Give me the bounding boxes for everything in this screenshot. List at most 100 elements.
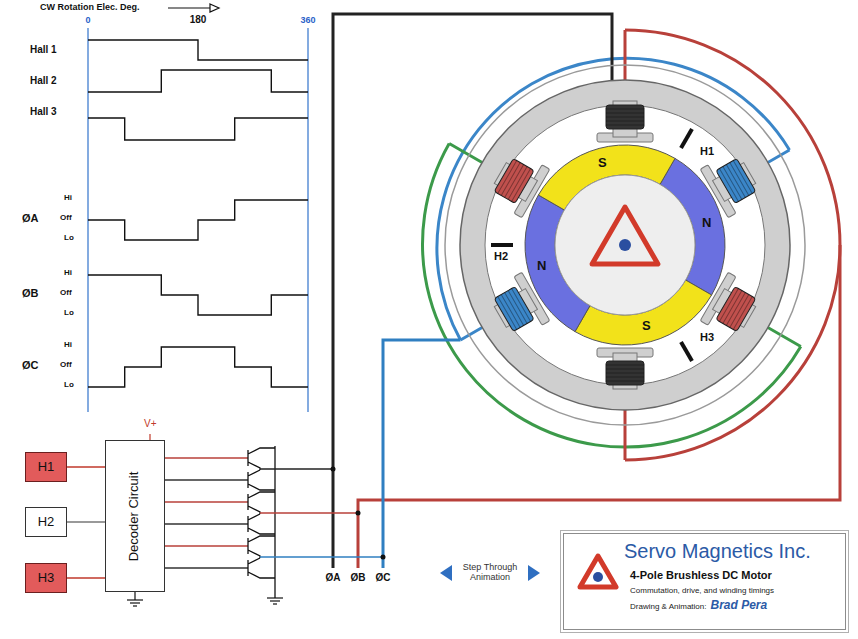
sensor-name: H3 xyxy=(38,571,55,586)
coil-winding xyxy=(716,287,756,332)
winding-wire xyxy=(423,30,840,460)
phase-name: ØC xyxy=(22,359,39,372)
ground-symbol xyxy=(134,592,135,600)
decoder-box: Decoder Circuit xyxy=(105,440,165,592)
coil-winding xyxy=(494,105,755,385)
nav-caption: Step Through Animation xyxy=(457,562,523,583)
company-logo xyxy=(580,556,616,587)
decoder-output xyxy=(165,457,248,458)
hall-sensor xyxy=(679,341,693,362)
level-label: Hi xyxy=(64,268,72,277)
transistor-symbol xyxy=(248,448,275,470)
ground-symbol xyxy=(273,603,277,604)
level-label: Lo xyxy=(64,380,74,389)
step-arrow xyxy=(528,565,540,581)
level-label: Off xyxy=(60,288,72,297)
pole-label: N xyxy=(702,216,711,231)
waveform xyxy=(88,40,308,387)
phase-wire xyxy=(383,340,461,568)
transistor-symbol xyxy=(248,536,275,558)
hall-input-box: H1 xyxy=(25,452,67,482)
coil-winding xyxy=(606,105,644,129)
wire-label: ØA xyxy=(326,572,341,584)
level-label: Lo xyxy=(64,233,74,242)
hall-sensor xyxy=(491,243,513,247)
stator-tooth xyxy=(597,101,653,142)
phase-output xyxy=(260,512,358,513)
signal-wire xyxy=(67,577,105,579)
sensor-name: H1 xyxy=(38,460,55,475)
junction-dot xyxy=(331,467,386,560)
angle-number: 180 xyxy=(190,14,207,26)
coil-winding xyxy=(606,361,644,385)
degree-marker xyxy=(88,28,308,412)
decoder-output xyxy=(165,523,248,524)
level-label: Lo xyxy=(64,308,74,317)
decoder-label: Decoder Circuit xyxy=(128,471,143,561)
stator xyxy=(445,65,805,425)
ground-symbol xyxy=(133,605,137,606)
wire-label: ØB xyxy=(351,572,366,584)
level-label: Hi xyxy=(64,193,72,202)
stator-tooth xyxy=(486,101,763,389)
level-label: Hi xyxy=(64,340,72,349)
step-arrow xyxy=(440,565,452,581)
transistor-symbol xyxy=(248,470,275,490)
waveform xyxy=(88,118,308,140)
signal-name: Hall 3 xyxy=(30,106,57,118)
level-label: Off xyxy=(60,360,72,369)
transistor-symbol xyxy=(248,492,275,514)
stator xyxy=(485,105,765,385)
stator-tooth xyxy=(597,348,653,389)
signal-wire xyxy=(67,521,105,523)
junction-dot xyxy=(381,555,386,560)
waveform xyxy=(88,275,308,315)
transistor-symbol xyxy=(248,558,275,578)
subtitle-text: Commutation, drive, and winding timings xyxy=(630,586,774,595)
company-logo xyxy=(593,572,603,582)
waveform xyxy=(88,347,308,387)
decoder-output xyxy=(165,501,248,502)
waveform xyxy=(88,200,308,240)
pole-label: S xyxy=(642,319,651,334)
decoder-output xyxy=(165,567,248,568)
decoder-output xyxy=(165,479,248,480)
credit-label: Drawing & Animation: xyxy=(630,602,706,611)
rotor-hub xyxy=(555,175,695,315)
author-name: Brad Pera xyxy=(710,599,767,613)
stator xyxy=(445,65,805,425)
phase-output xyxy=(260,468,333,469)
company-name: Servo Magnetics Inc. xyxy=(624,540,811,563)
waveform xyxy=(88,40,308,60)
level-label: Off xyxy=(60,213,72,222)
hall-input-box: H2 xyxy=(25,507,67,537)
degree-marker xyxy=(307,28,309,412)
ground-symbol xyxy=(270,600,280,601)
junction-dot xyxy=(356,511,361,516)
title-block: Servo Magnetics Inc. 4-Pole Brushless DC … xyxy=(563,533,846,630)
sensor-label: H2 xyxy=(494,250,508,263)
rotation-arrow xyxy=(168,7,212,8)
rotation-arrow xyxy=(210,4,219,12)
decoder-output xyxy=(165,458,248,568)
phase-name: ØA xyxy=(22,212,39,225)
phase-output xyxy=(260,469,383,557)
rotor-hub xyxy=(555,175,695,315)
motor-title: 4-Pole Brushless DC Motor xyxy=(630,569,772,582)
ground-symbol xyxy=(127,592,283,606)
sensor-name: H2 xyxy=(38,515,55,530)
sensor-label: H3 xyxy=(700,331,714,344)
angle-number: 360 xyxy=(300,15,315,25)
junction-dot xyxy=(331,467,336,472)
wire-label: ØC xyxy=(376,572,391,584)
rotor-magnet xyxy=(525,145,725,345)
coil-winding xyxy=(494,159,534,204)
rotation-arrow xyxy=(168,4,219,12)
ground-symbol xyxy=(127,599,143,600)
waveform xyxy=(88,70,308,92)
signal-wire xyxy=(67,466,105,468)
stator xyxy=(460,80,790,410)
sensor-label: H1 xyxy=(700,145,714,158)
ground-symbol xyxy=(267,597,283,598)
